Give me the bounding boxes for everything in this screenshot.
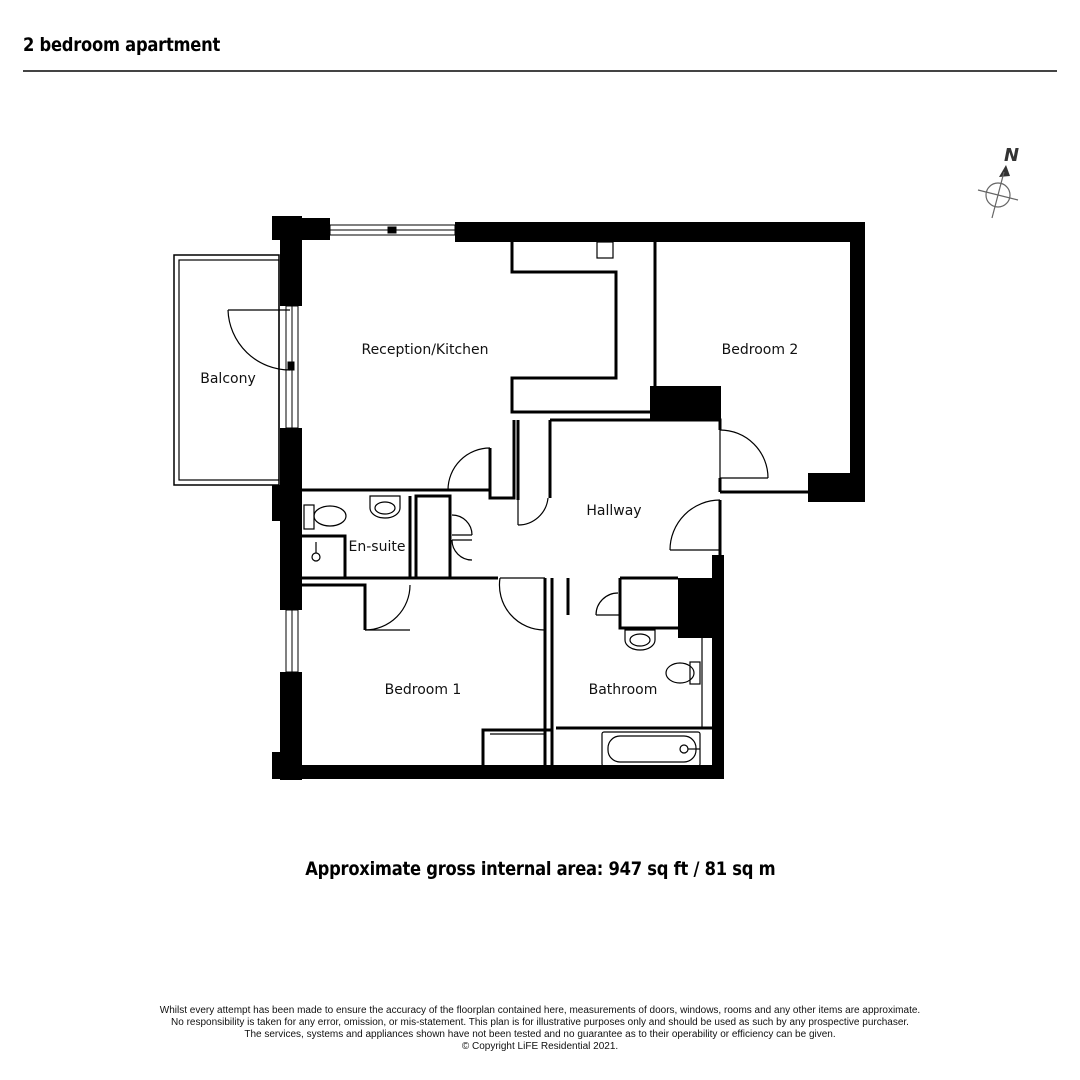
room-label-bathroom: Bathroom (589, 682, 658, 698)
header-divider (23, 70, 1057, 72)
gross-internal-area: Approximate gross internal area: 947 sq … (0, 858, 1080, 880)
walls (272, 216, 865, 780)
toilet-icon (303, 504, 347, 530)
room-labels: Reception/Kitchen Bedroom 2 Balcony Hall… (200, 342, 798, 698)
windows (285, 224, 456, 673)
room-label-bedroom-2: Bedroom 2 (722, 342, 799, 358)
page-title: 2 bedroom apartment (23, 34, 221, 56)
north-arrow-icon: N (977, 145, 1019, 219)
toilet-icon (665, 661, 701, 685)
balcony-door (227, 309, 291, 371)
room-label-hallway: Hallway (586, 503, 641, 519)
room-label-reception-kitchen: Reception/Kitchen (361, 342, 488, 358)
room-label-bedroom-1: Bedroom 1 (385, 682, 462, 698)
disclaimer-line: The services, systems and appliances sho… (244, 1029, 836, 1040)
balcony (173, 254, 280, 486)
room-label-en-suite: En-suite (349, 539, 406, 555)
disclaimer-line: Whilst every attempt has been made to en… (159, 1005, 921, 1016)
copyright: © Copyright LiFE Residential 2021. (461, 1041, 619, 1052)
fixtures (303, 495, 701, 767)
doors (364, 429, 769, 631)
disclaimer-line: No responsibility is taken for any error… (171, 1017, 909, 1028)
sink-icon (369, 495, 401, 519)
disclaimer: Whilst every attempt has been made to en… (0, 1005, 1080, 1053)
compass-label: N (1004, 145, 1019, 166)
bathtub-icon (601, 731, 701, 767)
sink-icon (624, 629, 656, 651)
interior-fine-lines (490, 241, 703, 735)
area-text: Approximate gross internal area: 947 sq … (304, 858, 776, 880)
room-label-balcony: Balcony (200, 371, 256, 387)
shower-drain-icon (311, 542, 321, 562)
